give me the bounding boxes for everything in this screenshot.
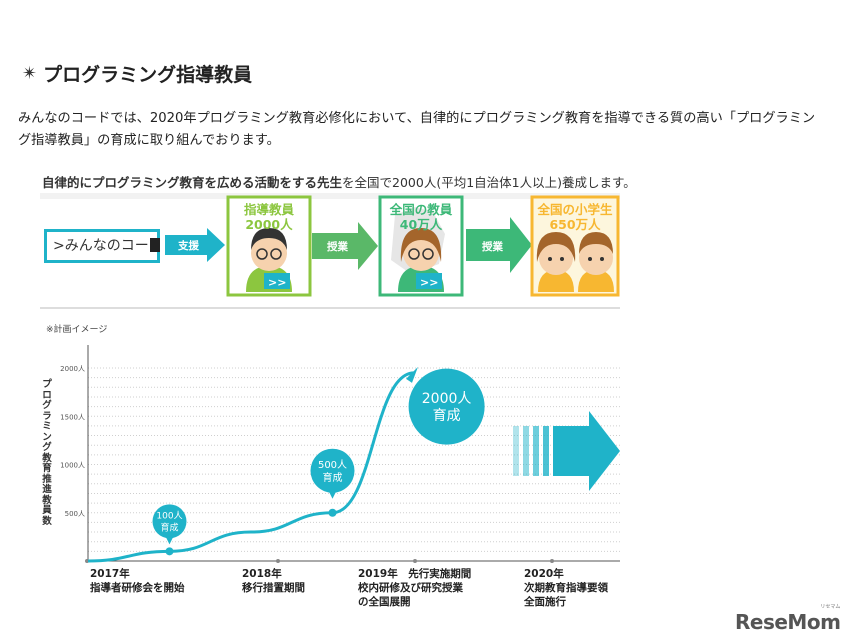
- figure-caption: 自律的にプログラミング教育を広める活動をする先生を全国で2000人(平均1自治体…: [42, 172, 636, 191]
- annotation-label: 育成: [323, 471, 343, 484]
- arrow-teach-1: 授業: [312, 222, 378, 270]
- arrow-support-label: 支援: [177, 239, 199, 252]
- logo-text: >みんなのコー: [53, 238, 149, 254]
- annotation-label: 2000人: [422, 391, 472, 407]
- annotation-bubble: [310, 448, 355, 493]
- y-tick-label: 500人: [65, 510, 85, 518]
- instructor-icon: >>: [246, 228, 292, 292]
- top-band: [40, 193, 620, 199]
- x-category-2018: 2018年 移行措置期間: [242, 568, 305, 594]
- y-tick-label: 1000人: [60, 462, 85, 470]
- x-category-2020: 2020年 次期教育指導要領 全面施行: [524, 568, 608, 608]
- svg-text:>>: >>: [268, 276, 286, 289]
- x-category-2019: 2019年 先行実施期間 校内研修及び研究授業 の全国展開: [358, 568, 472, 608]
- arrow-teach-1-label: 授業: [327, 240, 348, 253]
- box-instructors-title: 指導教員: [244, 202, 295, 217]
- future-arrow: [513, 411, 620, 491]
- box-teachers-title: 全国の教員: [389, 202, 453, 217]
- arrow-support: 支援: [165, 228, 225, 262]
- annotation-label: 育成: [433, 408, 461, 424]
- y-tick-label: 2000人: [60, 365, 85, 373]
- x-category-2017: 2017年 指導者研修会を開始: [90, 568, 185, 594]
- box-teachers-count: 40万人: [400, 217, 443, 232]
- caption-bold: 自律的にプログラミング教育を広める活動をする先生: [42, 175, 343, 190]
- y-tick-label: 1500人: [60, 413, 85, 421]
- annotation-bubble: [152, 504, 187, 539]
- annotation-label: 育成: [160, 522, 178, 534]
- annotation-pointer: [328, 490, 337, 499]
- student-girl-icon: [536, 232, 576, 292]
- x-tick: [276, 559, 280, 563]
- data-point: [328, 508, 337, 517]
- box-students-count: 650万人: [549, 217, 601, 232]
- y-axis-label: プログラミング教育推進教員数: [42, 379, 52, 527]
- caption-rest: を全国で2000人(平均1自治体1人以上)養成します。: [342, 175, 636, 190]
- resemom-logo: ReseMom リセマム: [735, 604, 841, 634]
- series-line: [87, 371, 415, 563]
- annotation-label: 100人: [156, 511, 182, 522]
- annotation-pointer: [165, 536, 174, 545]
- teacher-icon: >>: [398, 228, 444, 292]
- intro-paragraph: みんなのコードでは、2020年プログラミング教育必修化において、自律的にプログラ…: [18, 111, 816, 148]
- resemom-logo-sub: リセマム: [820, 604, 841, 610]
- x-tick: [550, 559, 554, 563]
- resemom-logo-text: ReseMom: [735, 610, 841, 634]
- arrow-teach-2: 授業: [466, 217, 532, 273]
- logo-mark-icon: [149, 238, 160, 252]
- box-instructors-count: 2000人: [245, 217, 293, 232]
- box-students-title: 全国の小学生: [536, 202, 613, 217]
- series-arrowhead: [406, 366, 418, 383]
- svg-text:>>: >>: [420, 276, 438, 289]
- x-tick: [413, 559, 417, 563]
- arrow-teach-2-label: 授業: [482, 240, 503, 253]
- student-boy-icon: [578, 232, 614, 292]
- annotation-label: 500人: [318, 459, 347, 471]
- section-heading: ✴ プログラミング指導教員: [22, 60, 252, 87]
- minna-no-code-logo: >みんなのコー: [44, 229, 160, 263]
- section-heading-text: プログラミング指導教員: [43, 64, 253, 86]
- annotation-bubble: [408, 368, 485, 445]
- data-point: [165, 547, 174, 556]
- plan-image-label: ※計画イメージ: [46, 325, 108, 335]
- asterisk-icon: ✴: [22, 63, 38, 84]
